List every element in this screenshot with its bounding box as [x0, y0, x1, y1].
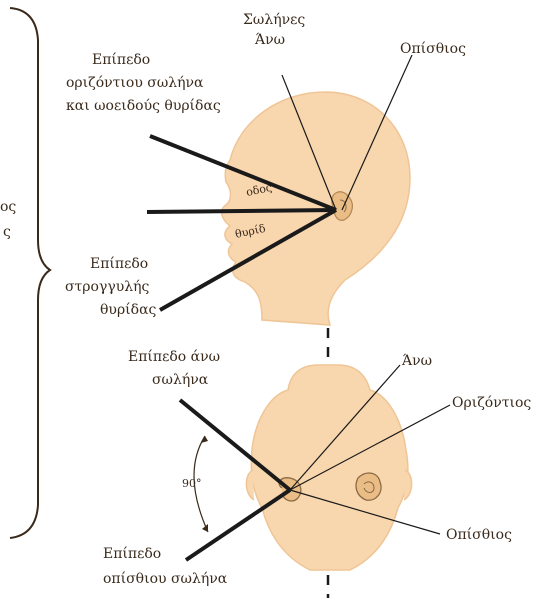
head-left-ear: [246, 470, 254, 500]
head-right-ear: [404, 470, 412, 500]
label-plane-round-1: Επίπεδο: [90, 255, 148, 272]
label-plane-upper-2: σωλήνα: [152, 372, 209, 388]
line-straight-plane: [147, 210, 336, 212]
label-plane-posterior-1: Επίπεδο: [103, 545, 161, 562]
label-canals: Σωλήνες: [243, 12, 305, 28]
label-upper-right: Άνω: [401, 353, 432, 369]
left-partial-label-2: ς: [3, 224, 11, 240]
label-plane-posterior-2: οπίσθιου σωλήνα: [103, 570, 228, 587]
label-posterior-top: Οπίσθιος: [400, 40, 466, 57]
angle-label: 90°: [182, 477, 202, 490]
label-plane-upper-1: Επίπεδο άνω: [128, 348, 220, 365]
left-partial-label-1: ος: [0, 199, 16, 215]
left-brace: [10, 8, 50, 538]
label-posterior-bottom: Οπίσθιος: [446, 526, 512, 543]
label-plane-horizontal-2: οριζόντιου σωλήνα: [66, 75, 204, 91]
label-horizontal-right: Οριζόντιος: [452, 395, 531, 411]
head-top-view: [251, 365, 408, 570]
canal-right-icon: [356, 473, 381, 500]
label-plane-round-3: θυρίδας: [100, 301, 157, 318]
label-canals-upper: Άνω: [254, 32, 285, 48]
label-plane-horizontal-1: Επίπεδο: [92, 51, 150, 68]
label-plane-horizontal-3: και ωοειδούς θυρίδας: [66, 97, 221, 114]
label-plane-round-2: στρογγυλής: [65, 279, 149, 295]
